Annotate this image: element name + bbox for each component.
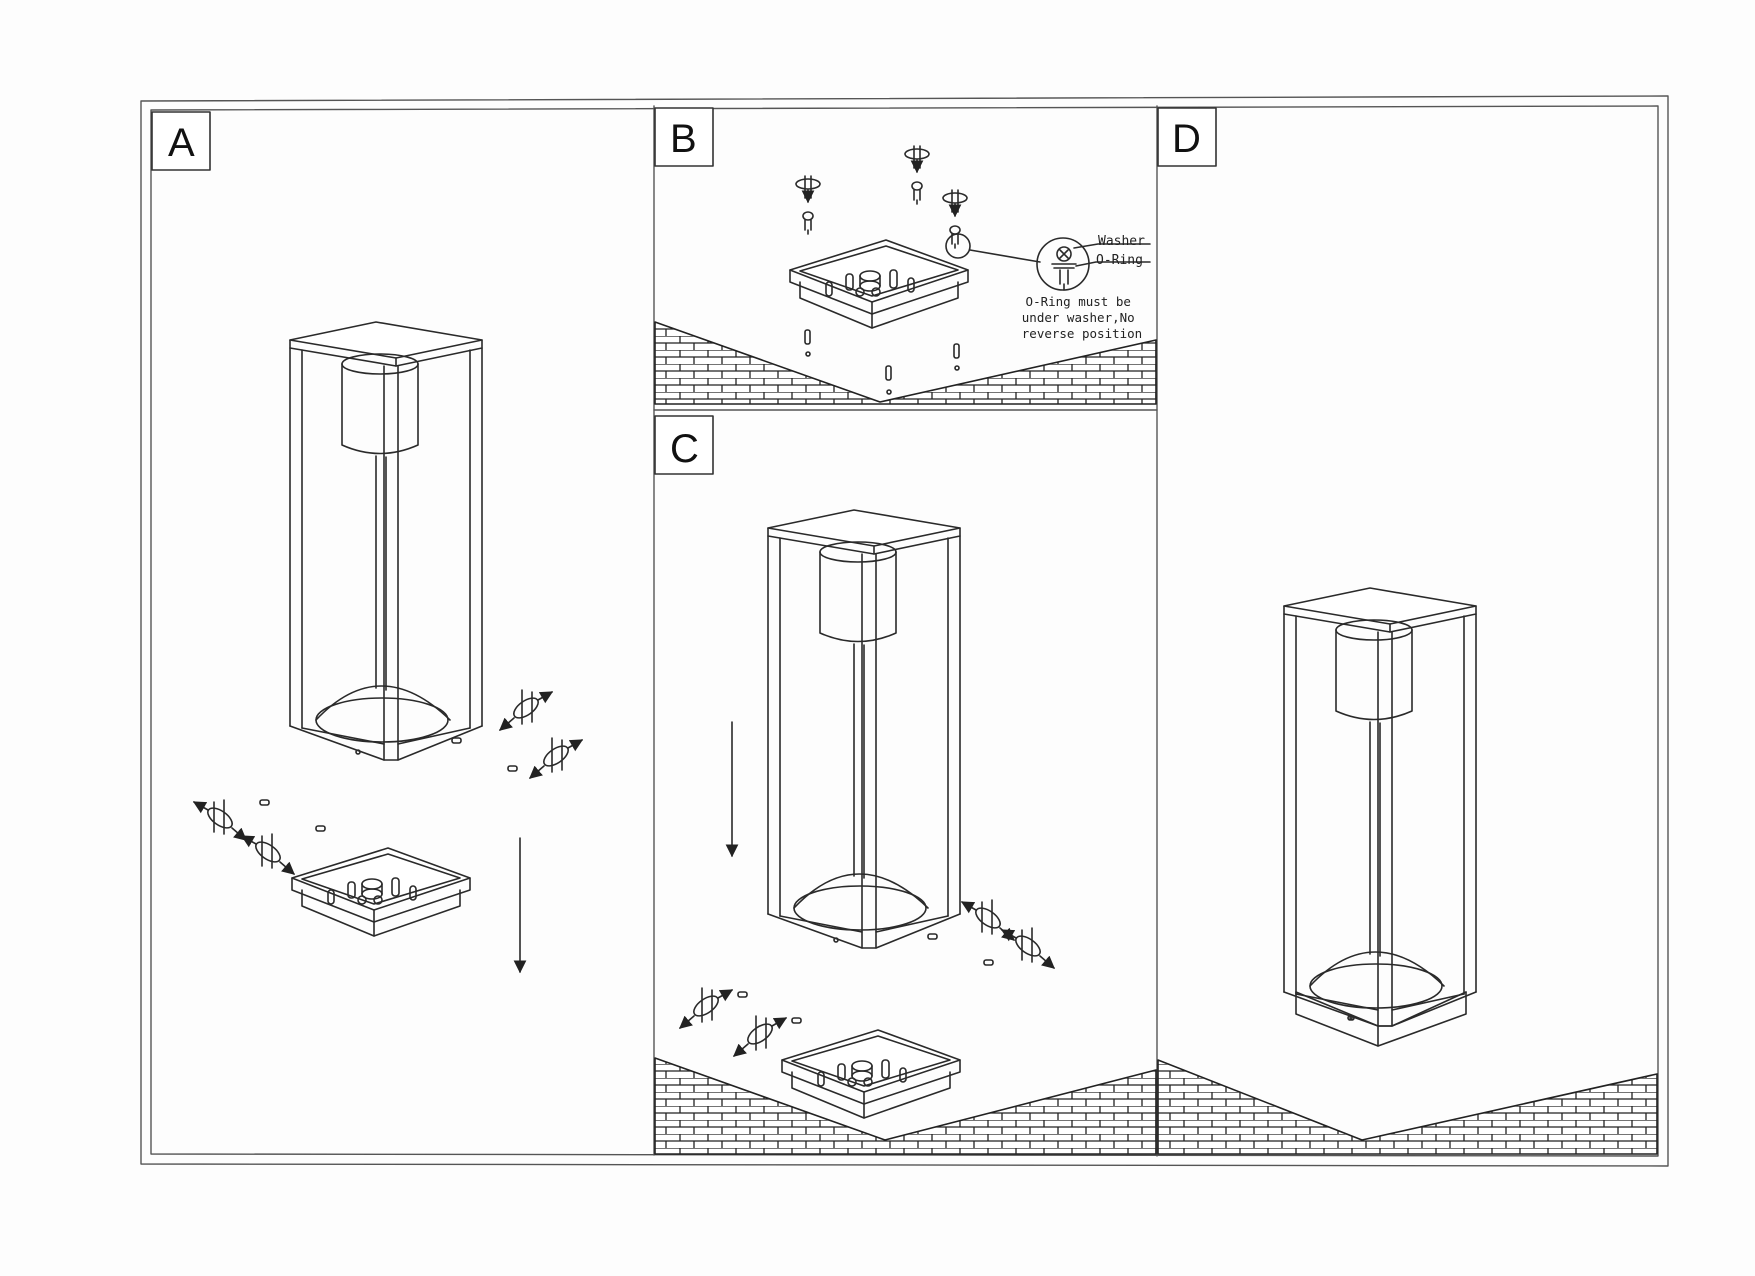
panel-b: B Washer O-Ring O-Ring must be under was… bbox=[654, 107, 1157, 405]
brick-wall-d bbox=[1157, 1059, 1658, 1155]
rotate-icon bbox=[194, 690, 582, 874]
panel-d-label: D bbox=[1172, 117, 1201, 161]
base-plate-c bbox=[781, 1029, 961, 1119]
lamp-installed-d bbox=[1283, 587, 1477, 1027]
note-line: reverse position bbox=[1022, 326, 1142, 341]
note-line: O-Ring must be bbox=[1026, 294, 1131, 309]
screw-icon bbox=[737, 933, 994, 1024]
base-plate-b bbox=[789, 239, 969, 329]
panel-d: D bbox=[1157, 107, 1658, 1155]
oring-label: O-Ring bbox=[1096, 253, 1143, 268]
panel-b-label: B bbox=[670, 117, 697, 161]
panel-a: A bbox=[151, 111, 582, 974]
panel-c-label: C bbox=[670, 427, 699, 471]
panel-c: C bbox=[654, 415, 1157, 1155]
anchor-bolt-icon bbox=[804, 329, 960, 395]
installation-note: O-Ring must be under washer,No reverse p… bbox=[1022, 294, 1142, 341]
screw-icon bbox=[259, 737, 518, 832]
brick-wall-b bbox=[654, 321, 1157, 405]
washer-oring-detail bbox=[1036, 237, 1090, 291]
panel-a-label: A bbox=[168, 121, 195, 165]
screw-down-icon bbox=[796, 146, 967, 248]
note-line: under washer,No bbox=[1022, 310, 1135, 325]
lamp-plinth bbox=[1295, 991, 1467, 1047]
brick-wall-c bbox=[654, 1057, 1157, 1155]
lamp-assembly-c bbox=[767, 509, 961, 949]
lamp-assembly-a bbox=[289, 321, 483, 761]
base-plate-a bbox=[291, 847, 471, 937]
washer-label: Washer bbox=[1098, 234, 1145, 249]
